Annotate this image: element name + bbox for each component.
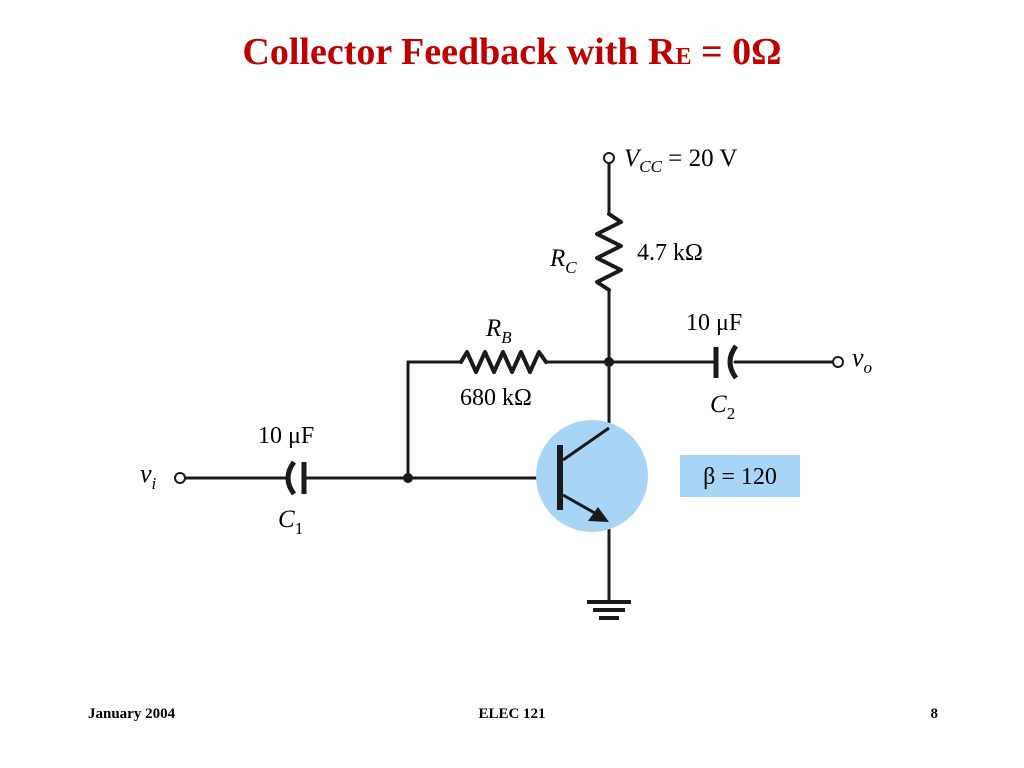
beta-label: β = 120 (703, 464, 777, 490)
footer-course: ELEC 121 (478, 706, 546, 722)
resistor-rc (595, 212, 623, 292)
c1-value: 10 μF (258, 423, 314, 449)
resistor-rb (459, 350, 548, 374)
c2-value: 10 μF (686, 310, 742, 336)
emitter-arrow (588, 507, 609, 522)
vcc-label: VCC = 20 V (624, 145, 737, 176)
rc-value: 4.7 kΩ (637, 240, 703, 266)
node-base (403, 473, 413, 483)
transistor-body (536, 420, 648, 532)
c1-symbol: C1 (278, 506, 303, 538)
transistor (536, 420, 648, 532)
title-main: Collector Feedback with R (242, 31, 676, 73)
wires (183, 161, 836, 602)
node-collector (604, 357, 614, 367)
title-subscript: E (675, 44, 692, 70)
terminal-vo (832, 356, 844, 368)
beta-box (680, 455, 800, 497)
c2-symbol: C2 (710, 391, 735, 423)
title-tail: = 0Ω (691, 31, 782, 73)
footer-page-number: 8 (930, 706, 939, 722)
terminal-vcc (603, 152, 615, 164)
terminal-vi (174, 472, 186, 484)
slide-title: Collector Feedback with RE = 0Ω (0, 30, 1024, 76)
capacitor-c1 (285, 460, 307, 496)
capacitor-c2 (713, 344, 739, 380)
vi-label: vi (140, 459, 157, 493)
rb-value: 680 kΩ (460, 385, 532, 411)
vo-label: vo (852, 343, 872, 377)
rc-symbol: RC (549, 245, 577, 277)
footer-date: January 2004 (88, 706, 176, 722)
rb-symbol: RB (485, 315, 512, 347)
ground-icon (587, 600, 631, 620)
